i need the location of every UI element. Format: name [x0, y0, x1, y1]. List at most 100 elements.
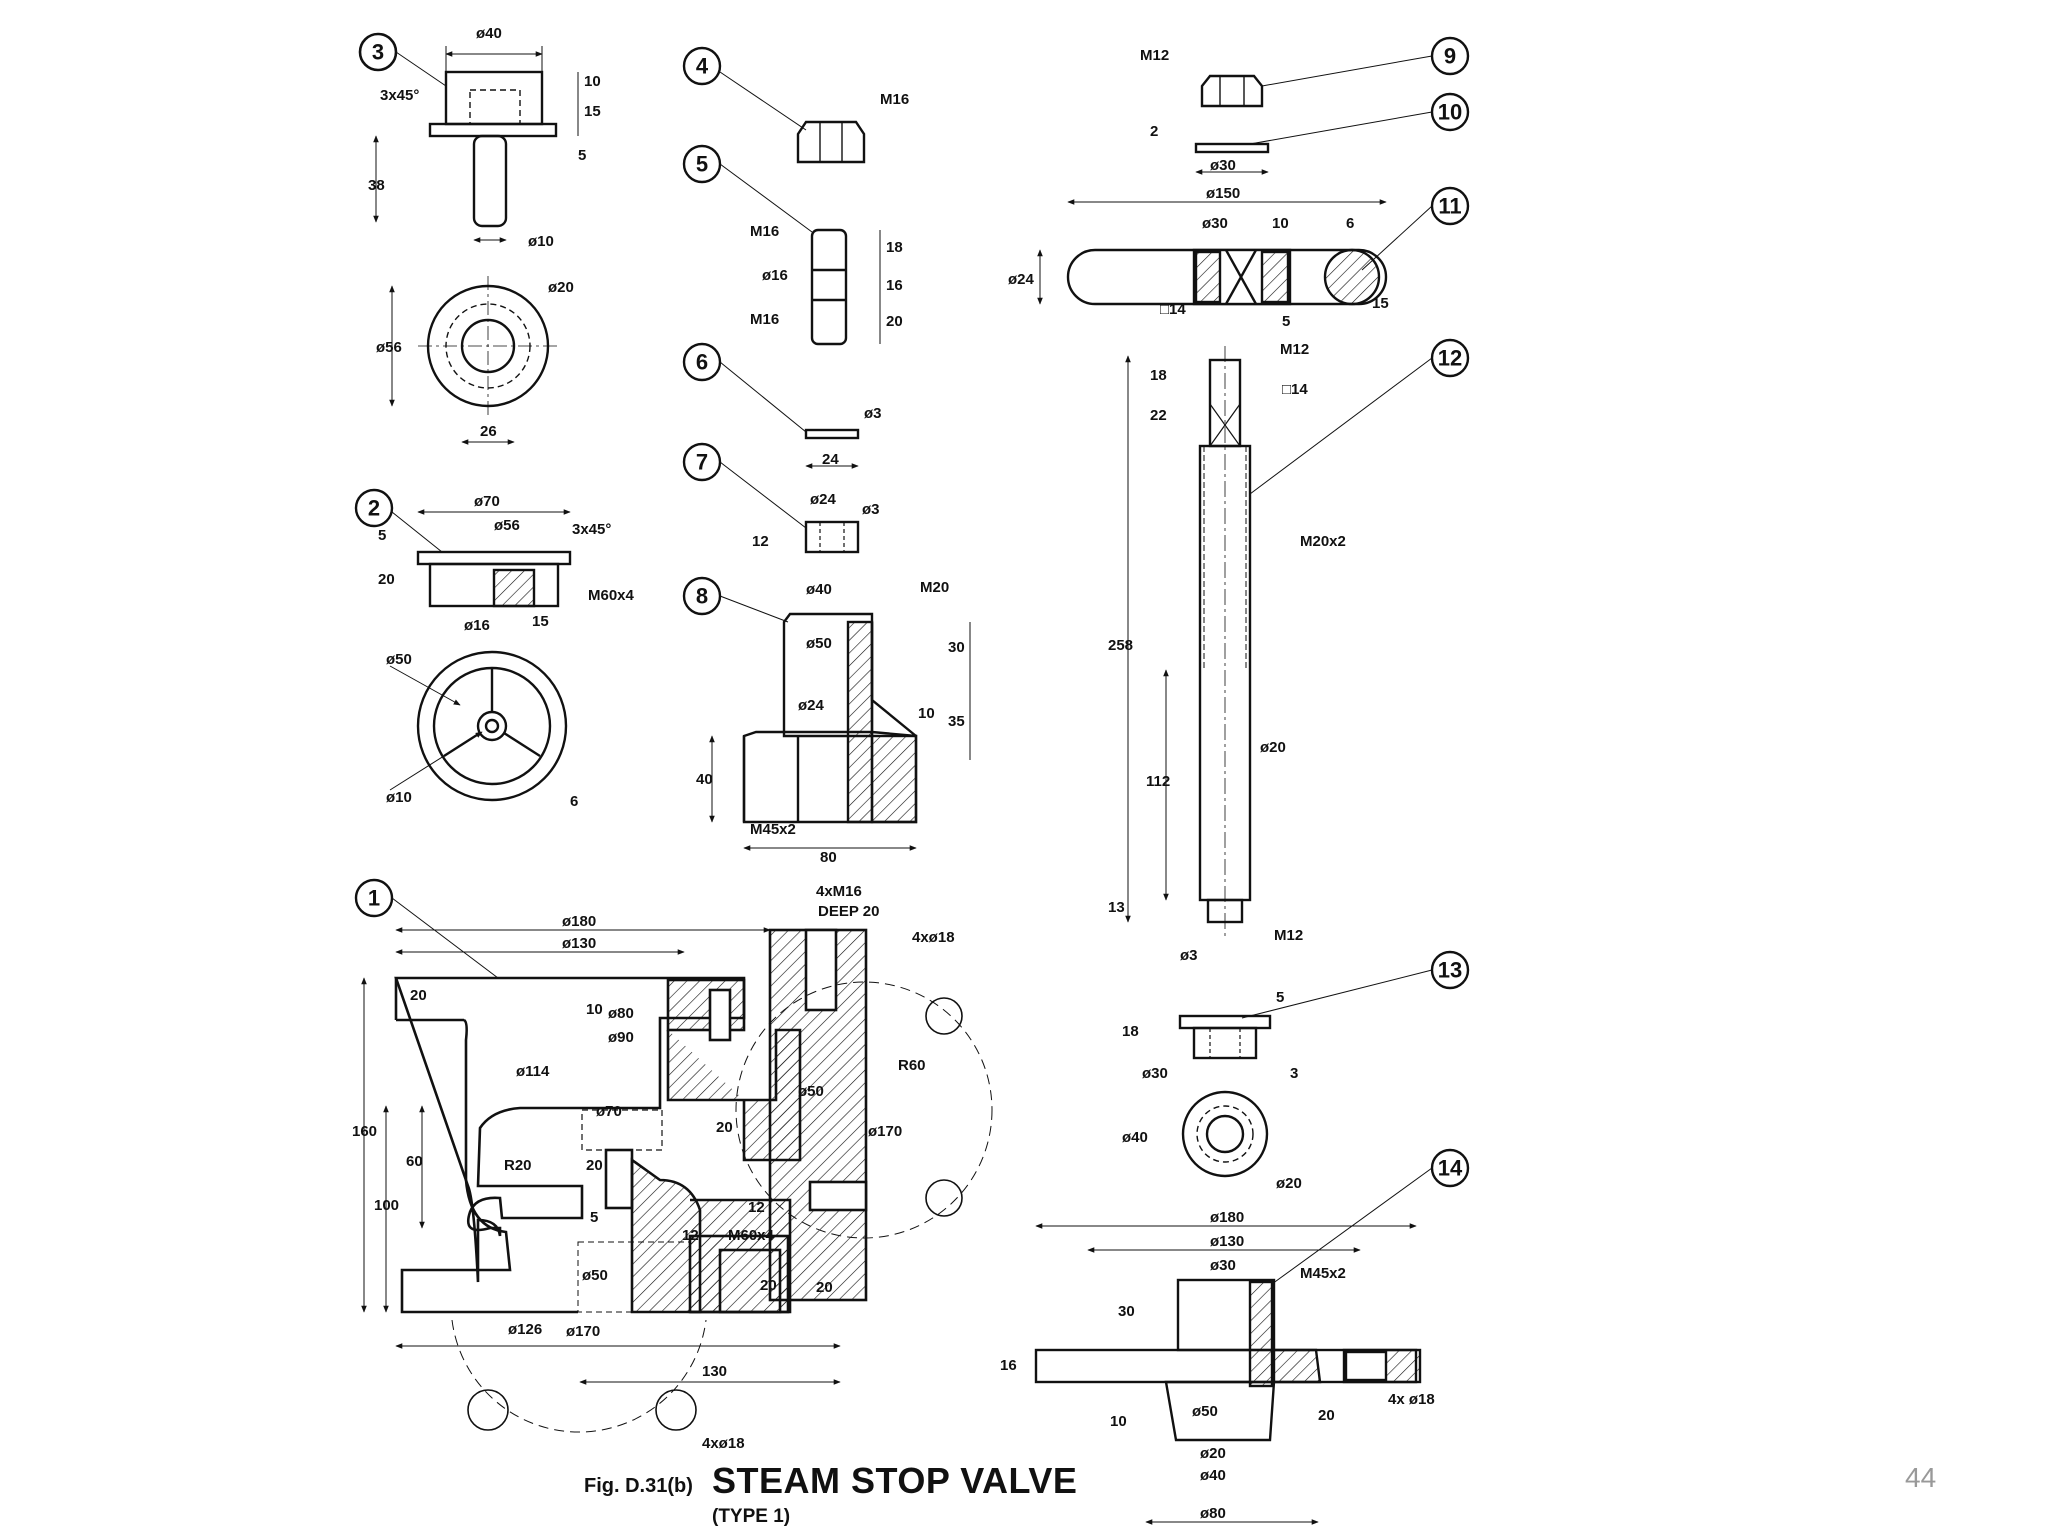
dim-label: ø20: [548, 279, 574, 296]
balloon-9: 9: [1261, 36, 1470, 87]
dim-label: ø3: [862, 501, 880, 518]
dim-label: 20: [886, 313, 903, 330]
svg-text:3: 3: [372, 40, 384, 65]
dim-label: 16: [1000, 1357, 1017, 1374]
dim-label: ø50: [582, 1267, 608, 1284]
dim-label: 3: [1290, 1065, 1298, 1082]
dim-label: 20: [816, 1279, 833, 1296]
dim-label: 80: [820, 849, 837, 866]
dim-label: □14: [1160, 301, 1186, 318]
dim-label: ø126: [508, 1321, 542, 1338]
dim-label: 15: [532, 613, 549, 630]
figure-number: Fig. D.31(b): [584, 1475, 693, 1497]
svg-text:14: 14: [1438, 1156, 1463, 1181]
balloon-13: 13: [1241, 950, 1470, 1019]
dim-label: ø30: [1202, 215, 1228, 232]
dim-label: M60x4: [588, 587, 635, 604]
dim-label: 12: [682, 1227, 699, 1244]
dim-label: 24: [822, 451, 839, 468]
dim-label: 10: [918, 705, 935, 722]
dim-label: 6: [570, 793, 578, 810]
dim-label: M16: [750, 223, 779, 240]
dim-label: ø70: [596, 1103, 622, 1120]
svg-text:7: 7: [696, 450, 708, 475]
dim-label: 20: [1318, 1407, 1335, 1424]
dim-label: ø50: [386, 651, 412, 668]
dim-label: 13: [1108, 899, 1125, 916]
dim-label: 258: [1108, 637, 1133, 654]
dim-label: ø16: [464, 617, 490, 634]
part-13: [1178, 1014, 1272, 1178]
dim-label: 160: [352, 1123, 377, 1140]
part-2: [389, 509, 572, 802]
dim-label: ø30: [1210, 1257, 1236, 1274]
dim-label: R20: [504, 1157, 532, 1174]
dim-label: 6: [1346, 215, 1354, 232]
dim-label: ø10: [386, 789, 412, 806]
dim-label: M45x2: [1300, 1265, 1346, 1282]
dim-label: M20: [920, 579, 949, 596]
dim-label: 30: [1118, 1303, 1135, 1320]
dim-label: ø20: [1200, 1445, 1226, 1462]
balloon-10: 10: [1249, 92, 1470, 145]
dim-label: 20: [716, 1119, 733, 1136]
dim-label: 10: [1272, 215, 1289, 232]
balloon-2: 2: [354, 488, 443, 553]
dim-label: ø90: [608, 1029, 634, 1046]
part-9: [1200, 74, 1264, 108]
dim-label: 26: [480, 423, 497, 440]
balloon-12: 12: [1249, 338, 1470, 495]
dim-label: ø30: [1210, 157, 1236, 174]
balloon-4: 4: [682, 46, 807, 131]
dim-label: ø3: [1180, 947, 1198, 964]
dim-label: ø80: [608, 1005, 634, 1022]
svg-text:13: 13: [1438, 958, 1462, 983]
dim-label: ø20: [1260, 739, 1286, 756]
dim-label: ø170: [566, 1323, 600, 1340]
dim-label: ø130: [562, 935, 596, 952]
dim-label: ø24: [1008, 271, 1035, 288]
svg-text:8: 8: [696, 584, 708, 609]
dim-label: ø40: [806, 581, 832, 598]
dim-label: ø24: [810, 491, 837, 508]
svg-text:6: 6: [696, 350, 708, 375]
dim-label: ø170: [868, 1123, 902, 1140]
dim-label: ø130: [1210, 1233, 1244, 1250]
dimension-labels: ø40 3x45° 10 15 5 38 ø10 ø20 ø56 26 ø70 …: [352, 25, 1435, 1522]
dim-label: 40: [696, 771, 713, 788]
figure-title: STEAM STOP VALVE: [712, 1460, 1078, 1501]
dim-label: M12: [1140, 47, 1169, 64]
dim-label: DEEP 20: [818, 903, 879, 920]
dim-label: 100: [374, 1197, 399, 1214]
dim-label: ø150: [1206, 185, 1240, 202]
dim-label: 5: [1282, 313, 1290, 330]
dim-label: 3x45°: [572, 521, 611, 538]
dim-label: 20: [760, 1277, 777, 1294]
dim-label: ø16: [762, 267, 788, 284]
part-6: [804, 428, 860, 469]
dim-label: 16: [886, 277, 903, 294]
svg-text:10: 10: [1438, 100, 1462, 125]
dim-label: 10: [584, 73, 601, 90]
dim-label: ø3: [864, 405, 882, 422]
balloon-7: 7: [682, 442, 807, 529]
balloon-6: 6: [682, 342, 807, 433]
part-1: [361, 927, 993, 1433]
dim-label: ø50: [798, 1083, 824, 1100]
dim-label: ø20: [1276, 1175, 1302, 1192]
dim-label: ø10: [528, 233, 554, 250]
dim-label: 12: [748, 1199, 765, 1216]
dim-label: 22: [1150, 407, 1167, 424]
dim-label: M45x2: [750, 821, 796, 838]
dim-label: □14: [1282, 381, 1308, 398]
dim-label: ø40: [476, 25, 502, 42]
dim-label: 4xø18: [912, 929, 955, 946]
part-10: [1194, 142, 1270, 175]
dim-label: M16: [880, 91, 909, 108]
dim-label: 30: [948, 639, 965, 656]
dim-label: 15: [1372, 295, 1389, 312]
dim-label: 10: [1110, 1413, 1127, 1430]
svg-text:9: 9: [1444, 44, 1456, 69]
part-12: [1125, 346, 1252, 940]
balloon-11: 11: [1361, 186, 1470, 271]
